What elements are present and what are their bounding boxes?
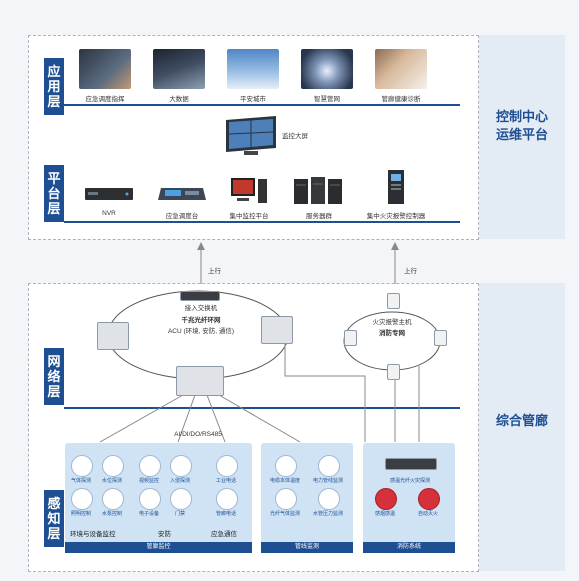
industrial-phone-icon bbox=[216, 455, 238, 477]
acu-box-bottom bbox=[176, 366, 224, 396]
sensor-label: 感烟感温 bbox=[374, 511, 395, 517]
layer-network: 网络层 bbox=[44, 348, 64, 405]
app-caption: 平安城市 bbox=[240, 96, 266, 103]
acu-box-left bbox=[97, 322, 129, 350]
fire-extinguisher-icon bbox=[418, 488, 440, 510]
platform-caption: 应急调度台 bbox=[165, 213, 199, 220]
water-pressure-icon bbox=[318, 488, 340, 510]
sensor-label: 工业电话 bbox=[215, 478, 236, 484]
acu-box-right bbox=[261, 316, 293, 344]
intrusion-detector-icon bbox=[170, 455, 192, 477]
sensor-label: 感温光纤火灾探测 bbox=[389, 478, 430, 484]
sensor-label: 电缆本体温度 bbox=[269, 478, 300, 484]
server-cluster-icon bbox=[292, 176, 346, 206]
thumb-health-diagnosis bbox=[375, 49, 427, 89]
zone-title: 管线监测 bbox=[261, 542, 353, 553]
access-switch-icon bbox=[180, 291, 220, 301]
app-caption: 大数据 bbox=[169, 96, 189, 103]
thumb-safe-city bbox=[227, 49, 279, 89]
thumb-big-data bbox=[153, 49, 205, 89]
sensor-label: 门禁 bbox=[174, 511, 185, 517]
platform-caption: NVR bbox=[102, 210, 116, 217]
application-divider bbox=[64, 104, 460, 106]
sensor-label: 视频监控 bbox=[138, 478, 159, 484]
lighting-control-icon bbox=[71, 488, 93, 510]
thumb-emergency-command bbox=[79, 49, 131, 89]
sensor-label: 照明控制 bbox=[70, 511, 91, 517]
access-switch-label: 接入交换机 bbox=[184, 305, 218, 312]
acu-label: ACU (环境, 安防, 通信) bbox=[167, 328, 235, 335]
uplink-label-right: 上行 bbox=[404, 268, 417, 275]
sensor-label: 电力管线监测 bbox=[312, 478, 343, 484]
app-caption: 应急调度指挥 bbox=[85, 96, 125, 103]
platform-caption: 服务器群 bbox=[306, 213, 332, 220]
fire-host-left bbox=[344, 330, 357, 346]
layer-application: 应用层 bbox=[44, 58, 64, 115]
utility-tunnel-title: 综合管廊 bbox=[495, 413, 548, 428]
electronic-device-icon bbox=[139, 488, 161, 510]
platform-caption: 集中火灾报警控制器 bbox=[366, 213, 426, 220]
sensor-label: 光纤气体监测 bbox=[269, 511, 300, 517]
utility-tunnel-band bbox=[479, 283, 565, 571]
monitoring-platform-icon bbox=[229, 176, 269, 206]
app-caption: 管廊健康诊断 bbox=[381, 96, 421, 103]
monitor-wall-icon bbox=[224, 116, 278, 156]
nvr-icon bbox=[84, 186, 134, 202]
platform-caption: 集中监控平台 bbox=[229, 213, 269, 220]
sensor-label: 电子设备 bbox=[138, 511, 159, 517]
thumb-smart-pipe bbox=[301, 49, 353, 89]
fire-network-label: 消防专网 bbox=[379, 330, 405, 337]
uplink-arrows bbox=[197, 242, 399, 284]
sensor-label: 水位探测 bbox=[101, 478, 122, 484]
monitor-wall-label: 监控大屏 bbox=[282, 133, 308, 140]
access-control-icon bbox=[170, 488, 192, 510]
power-line-icon bbox=[318, 455, 340, 477]
io-label: AI/DI/DO/RS485 bbox=[174, 431, 222, 438]
fire-alarm-host-label: 火灾报警主机 bbox=[372, 319, 412, 326]
zone-title: 管廊监控 bbox=[65, 542, 252, 553]
network-divider bbox=[64, 407, 460, 409]
group-label-security: 安防 bbox=[158, 531, 171, 538]
sensor-label: 管廊电话 bbox=[215, 511, 236, 517]
dispatch-console-icon bbox=[157, 184, 207, 204]
sensor-label: 气体探测 bbox=[70, 478, 91, 484]
smoke-heat-icon bbox=[375, 488, 397, 510]
gas-detector-icon bbox=[71, 455, 93, 477]
platform-divider bbox=[64, 221, 460, 223]
water-level-icon bbox=[102, 455, 124, 477]
tunnel-phone-icon bbox=[216, 488, 238, 510]
app-caption: 智慧管网 bbox=[314, 96, 340, 103]
cable-temperature-icon bbox=[275, 455, 297, 477]
pump-control-icon bbox=[102, 488, 124, 510]
fiber-ring-label: 千兆光纤环网 bbox=[181, 317, 221, 324]
fire-host-bottom bbox=[387, 364, 400, 380]
sensor-label: 入侵探测 bbox=[169, 478, 190, 484]
layer-platform: 平台层 bbox=[44, 165, 64, 222]
video-camera-icon bbox=[139, 455, 161, 477]
sensor-label: 水管压力监测 bbox=[312, 511, 343, 517]
fiber-gas-icon bbox=[275, 488, 297, 510]
layer-sensing: 感知层 bbox=[44, 490, 64, 547]
group-label-emergency: 应急通信 bbox=[211, 531, 237, 538]
control-center-band bbox=[479, 35, 565, 239]
fire-host-top bbox=[387, 293, 400, 309]
fiber-fire-detector-icon bbox=[385, 458, 437, 470]
fire-host-right bbox=[434, 330, 447, 346]
fire-alarm-controller-icon bbox=[387, 169, 405, 205]
group-label-environment: 环境与设备监控 bbox=[70, 531, 116, 538]
uplink-label-left: 上行 bbox=[208, 268, 221, 275]
zone-title: 消防系统 bbox=[363, 542, 455, 553]
sensor-label: 水泵控制 bbox=[101, 511, 122, 517]
sensor-label: 自动灭火 bbox=[417, 511, 438, 517]
control-center-title: 控制中心 运维平台 bbox=[495, 109, 548, 142]
